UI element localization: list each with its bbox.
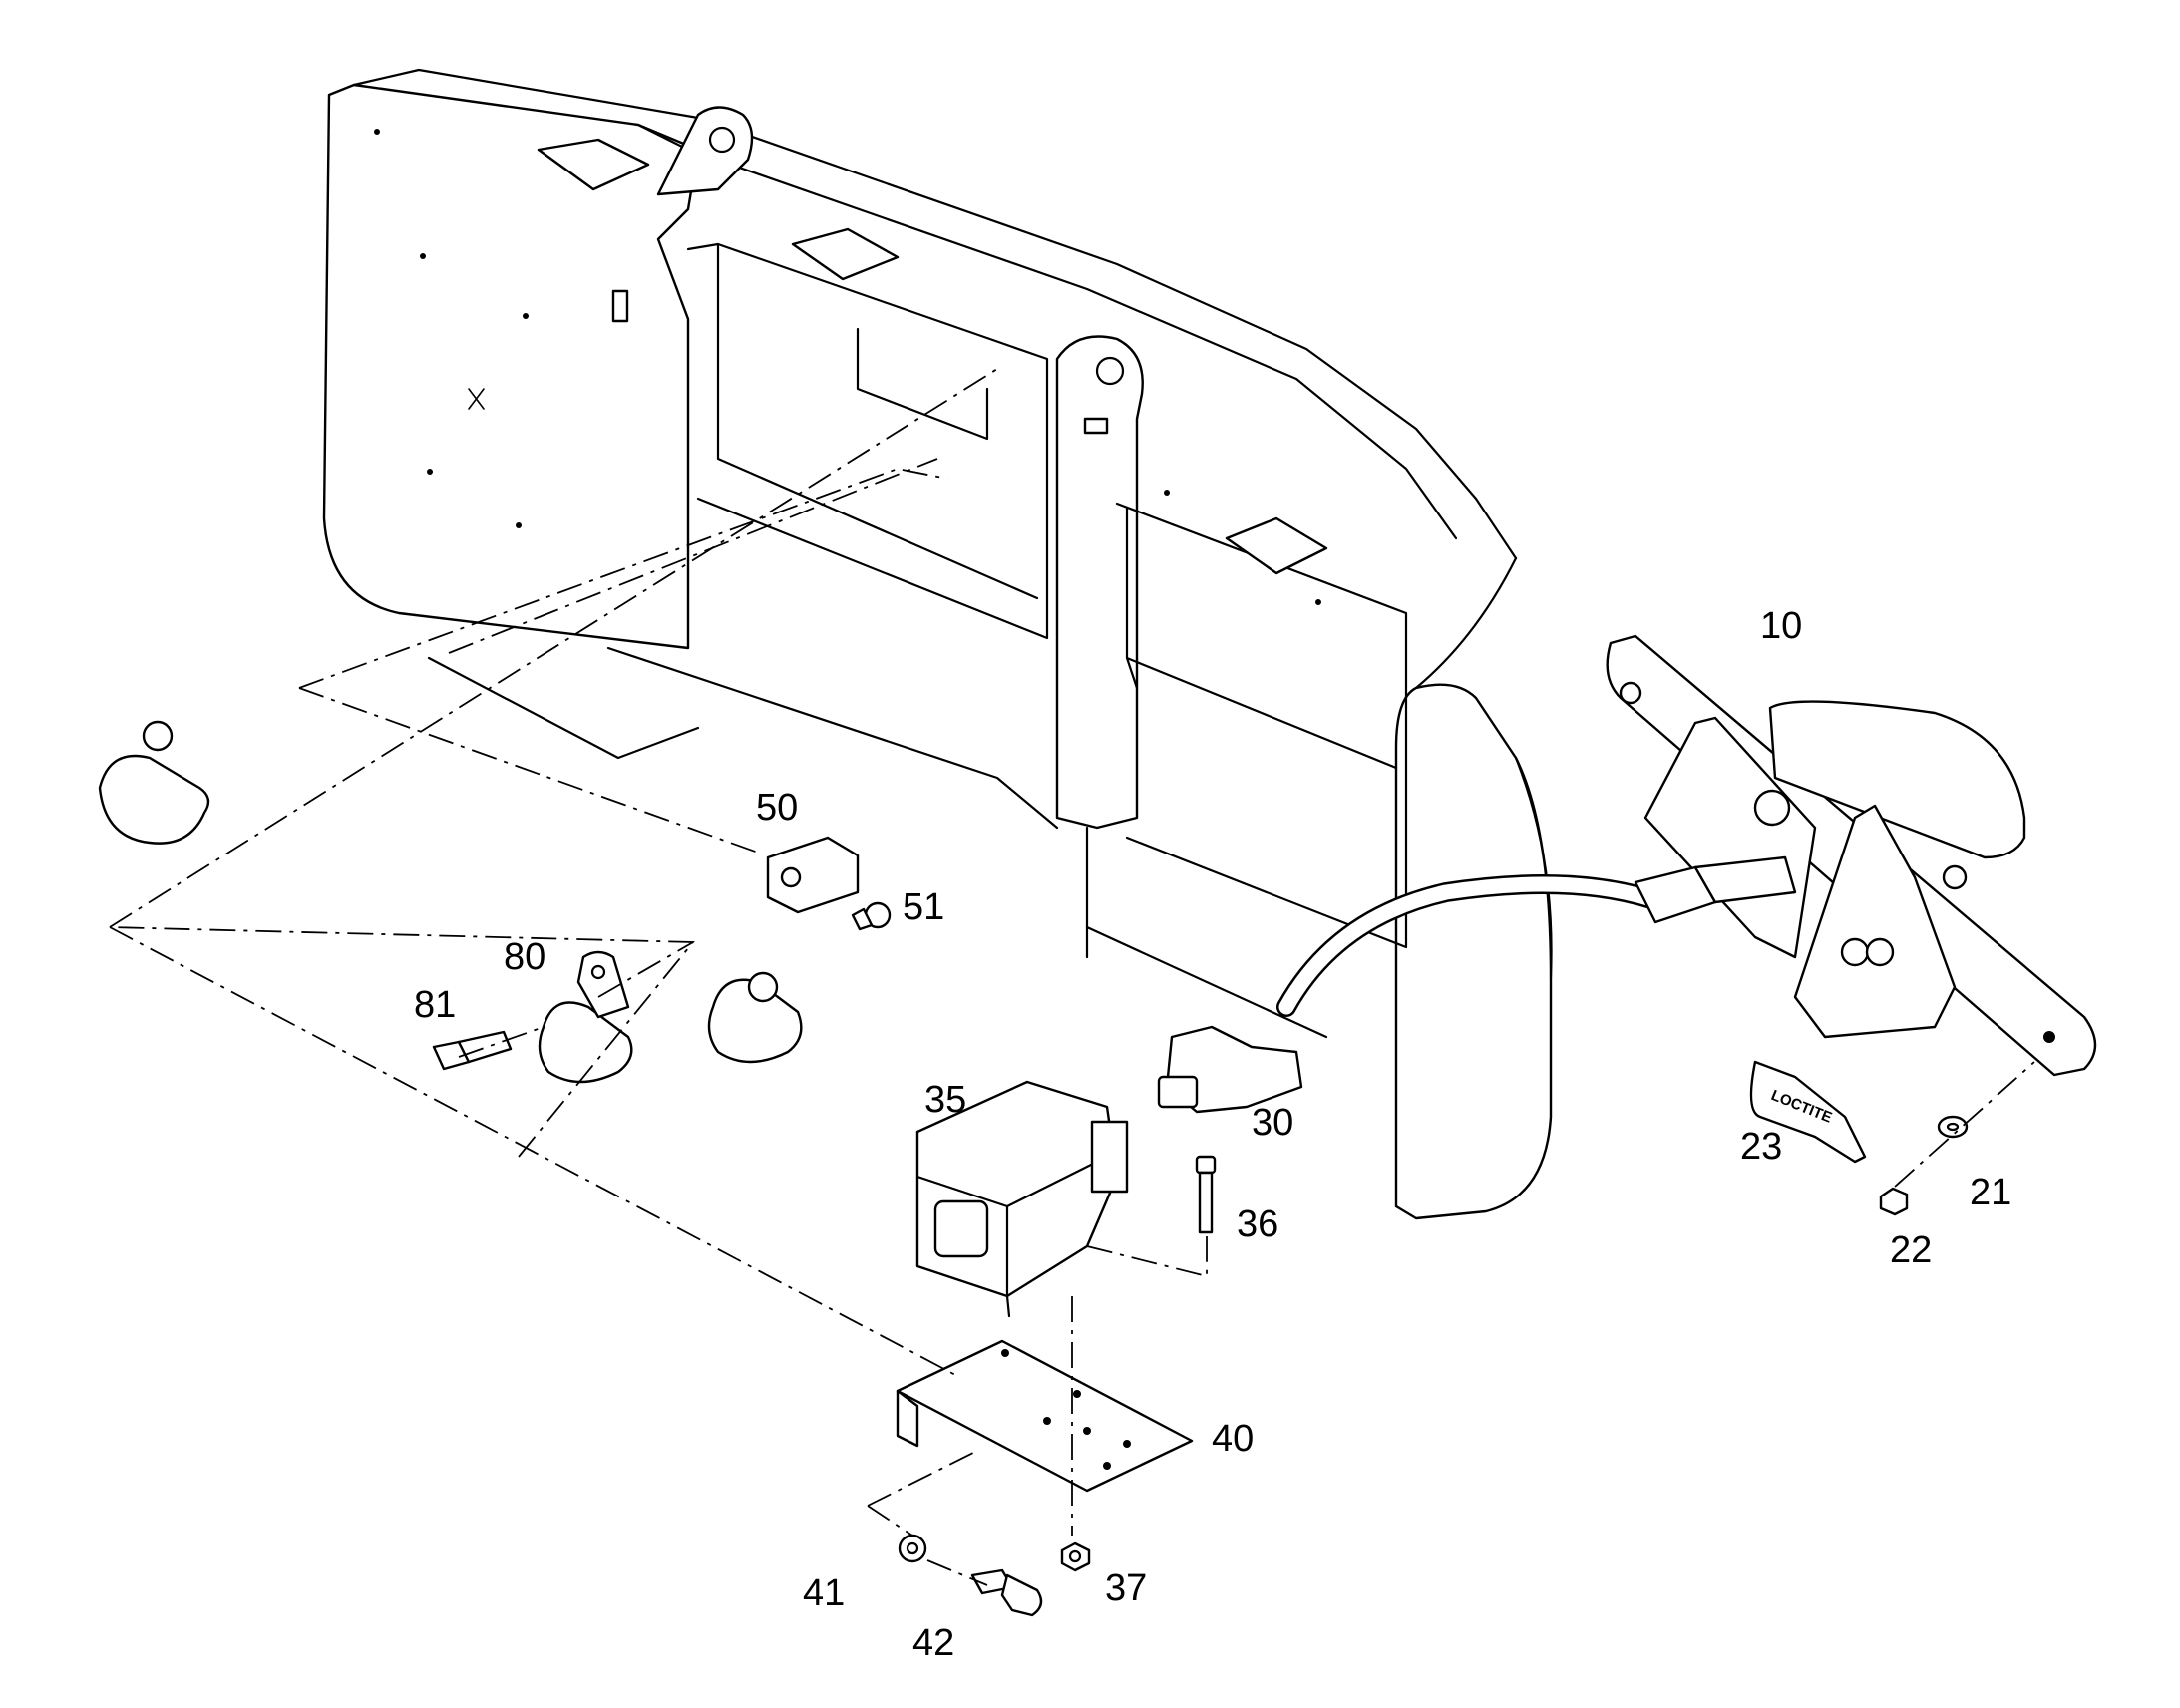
callout-21: 21 bbox=[1970, 1172, 2011, 1213]
part-37-nut bbox=[1060, 1541, 1091, 1572]
callout-42: 42 bbox=[912, 1622, 954, 1664]
callout-37: 37 bbox=[1105, 1567, 1147, 1609]
part-40-bracket bbox=[896, 1339, 1194, 1493]
callout-labels: 10 21 22 23 30 35 36 37 40 41 42 50 51 8… bbox=[414, 605, 2011, 1664]
part-30-connector bbox=[1157, 1025, 1303, 1114]
callout-81: 81 bbox=[414, 984, 456, 1026]
callout-51: 51 bbox=[903, 886, 944, 928]
part-21-washer bbox=[1937, 1115, 1969, 1139]
callout-10: 10 bbox=[1760, 605, 1802, 647]
part-42-cap-screw bbox=[970, 1568, 1043, 1617]
callout-80: 80 bbox=[504, 936, 545, 978]
part-41-washer bbox=[898, 1534, 927, 1563]
part-36-screw bbox=[1195, 1155, 1217, 1234]
callout-30: 30 bbox=[1252, 1102, 1293, 1144]
callout-41: 41 bbox=[803, 1572, 845, 1614]
assembly-lines bbox=[109, 368, 2035, 1586]
part-35-control-module bbox=[915, 1080, 1129, 1318]
part-51-screw bbox=[851, 901, 892, 931]
callout-40: 40 bbox=[1212, 1418, 1254, 1460]
callout-50: 50 bbox=[756, 787, 798, 829]
part-22-nut bbox=[1879, 1187, 1909, 1216]
callout-35: 35 bbox=[924, 1079, 966, 1121]
callout-22: 22 bbox=[1890, 1229, 1932, 1271]
callout-36: 36 bbox=[1237, 1203, 1278, 1245]
main-frame bbox=[322, 68, 1553, 1220]
part-10-lamp-assembly bbox=[1606, 634, 2097, 1077]
part-81-cap-screw bbox=[432, 1030, 513, 1071]
part-50-clip bbox=[766, 836, 860, 914]
part-10-cable bbox=[1276, 855, 1797, 1017]
part-80-cable-clamp bbox=[98, 720, 803, 1084]
callout-23: 23 bbox=[1740, 1126, 1782, 1168]
